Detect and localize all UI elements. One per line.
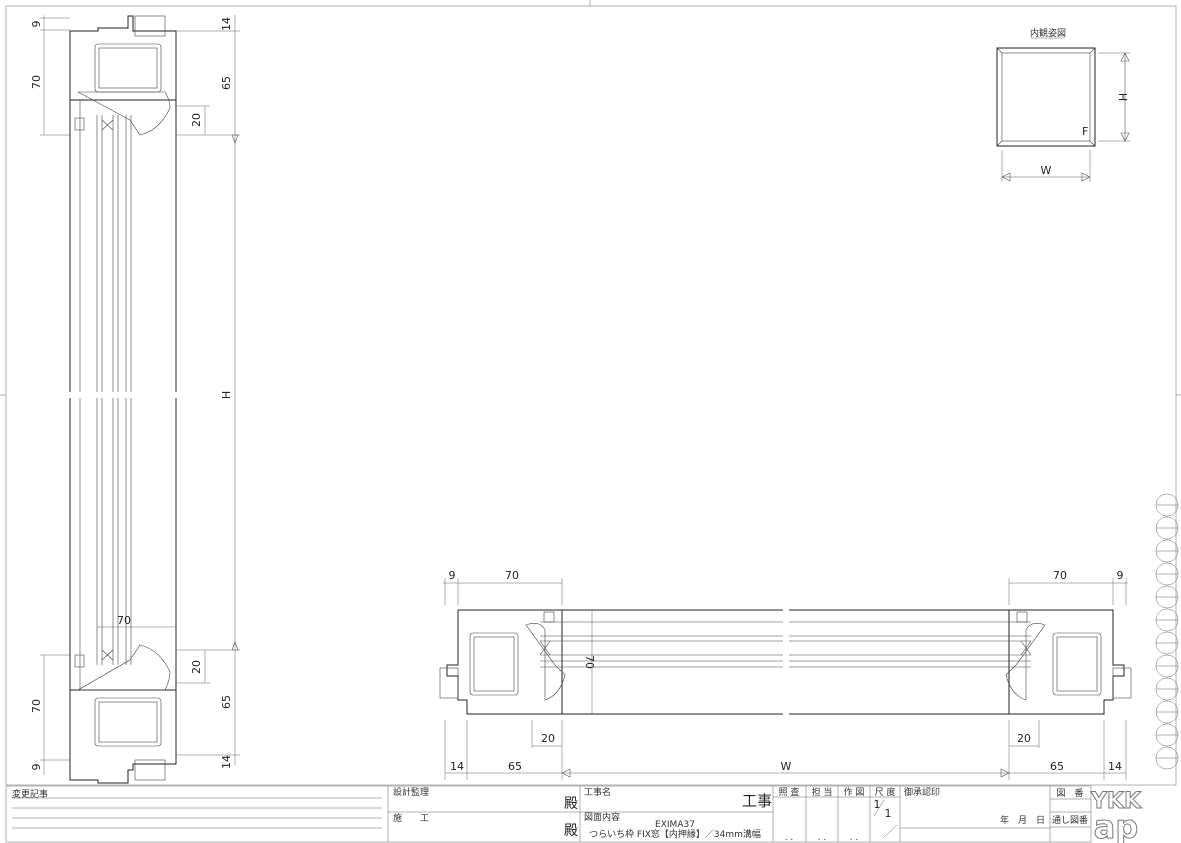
dim-65-left: 65 xyxy=(508,760,522,773)
logo-ykk: YKK xyxy=(1090,789,1142,814)
scale-denominator: 1 xyxy=(885,807,892,820)
scale-numerator: 1 xyxy=(874,798,881,811)
dim-70-glass: 70 xyxy=(583,655,596,669)
drawing-model: EXIMA37 xyxy=(655,820,695,830)
check-blank: . . xyxy=(785,833,794,843)
approval-label: 御承認印 xyxy=(904,786,940,798)
drafting-label: 作 図 xyxy=(844,786,865,798)
ykk-ap-logo: YKK ap xyxy=(1089,789,1142,843)
date-label: 年 月 日 xyxy=(1000,814,1045,826)
fix-label: F xyxy=(1082,125,1088,138)
scale-label: 尺 度 xyxy=(875,786,896,798)
dim-65-bot: 65 xyxy=(220,695,233,709)
height-label: H xyxy=(1116,93,1129,101)
dim-20-left: 20 xyxy=(541,732,555,745)
charge-blank: . . xyxy=(818,833,827,843)
dim-20-top: 20 xyxy=(190,113,203,127)
charge-label: 担 当 xyxy=(812,786,833,798)
honorific-1: 殿 xyxy=(564,796,578,812)
project-suffix: 工事 xyxy=(742,792,772,810)
dim-20-bot: 20 xyxy=(190,660,203,674)
construction-label: 施 工 xyxy=(393,812,429,824)
dim-70-mid: 70 xyxy=(117,614,131,627)
design-supervision-label: 設計監理 xyxy=(393,786,429,798)
dim-14-left: 14 xyxy=(450,760,464,773)
dim-70-right: 70 xyxy=(1053,569,1067,582)
dim-14-right: 14 xyxy=(1108,760,1122,773)
check-label: 照 査 xyxy=(779,786,800,798)
title-block: 変更記事 設計監理 施 工 殿 殿 工事名 工事 図面内容 EXIMA37 つら… xyxy=(5,785,1092,843)
dim-w: W xyxy=(781,760,792,773)
width-label: W xyxy=(1041,164,1052,177)
sheet-border xyxy=(5,5,1177,786)
dim-9-left: 9 xyxy=(449,569,456,582)
drafting-blank: . . xyxy=(850,833,859,843)
dim-70-bot: 70 xyxy=(30,699,43,713)
drawing-content-label: 図面内容 xyxy=(584,811,620,823)
dim-14-bot: 14 xyxy=(220,755,233,769)
elevation-title: 内観姿図 xyxy=(1030,27,1066,39)
revision-label: 変更記事 xyxy=(12,788,48,800)
dim-65-right: 65 xyxy=(1050,760,1064,773)
dim-20-right: 20 xyxy=(1017,732,1031,745)
serial-number-label: 通し図番 xyxy=(1052,814,1088,826)
logo-ap: ap xyxy=(1094,808,1139,843)
dim-h: H xyxy=(220,391,233,399)
dim-70-top: 70 xyxy=(30,75,43,89)
revision-circles xyxy=(1155,493,1179,770)
dim-9-bot: 9 xyxy=(30,764,43,771)
drawing-number-label: 図 番 xyxy=(1056,787,1083,799)
vertical-section: 9 70 14 65 20 H 70 20 65 14 70 9 xyxy=(30,15,240,784)
dim-9-top: 9 xyxy=(30,21,43,28)
dim-70-left: 70 xyxy=(505,569,519,582)
drawing-description: つらいち枠 FIX窓【内押縁】／34mm溝幅 xyxy=(589,828,761,840)
honorific-2: 殿 xyxy=(564,823,578,839)
dim-14-top: 14 xyxy=(220,17,233,31)
dim-9-right: 9 xyxy=(1117,569,1124,582)
horizontal-section: 70 9 70 70 9 20 20 14 65 W 65 14 xyxy=(439,569,1132,780)
dim-65-top: 65 xyxy=(220,76,233,90)
interior-elevation: 内観姿図 F H W xyxy=(996,27,1130,182)
project-name-label: 工事名 xyxy=(584,786,611,798)
